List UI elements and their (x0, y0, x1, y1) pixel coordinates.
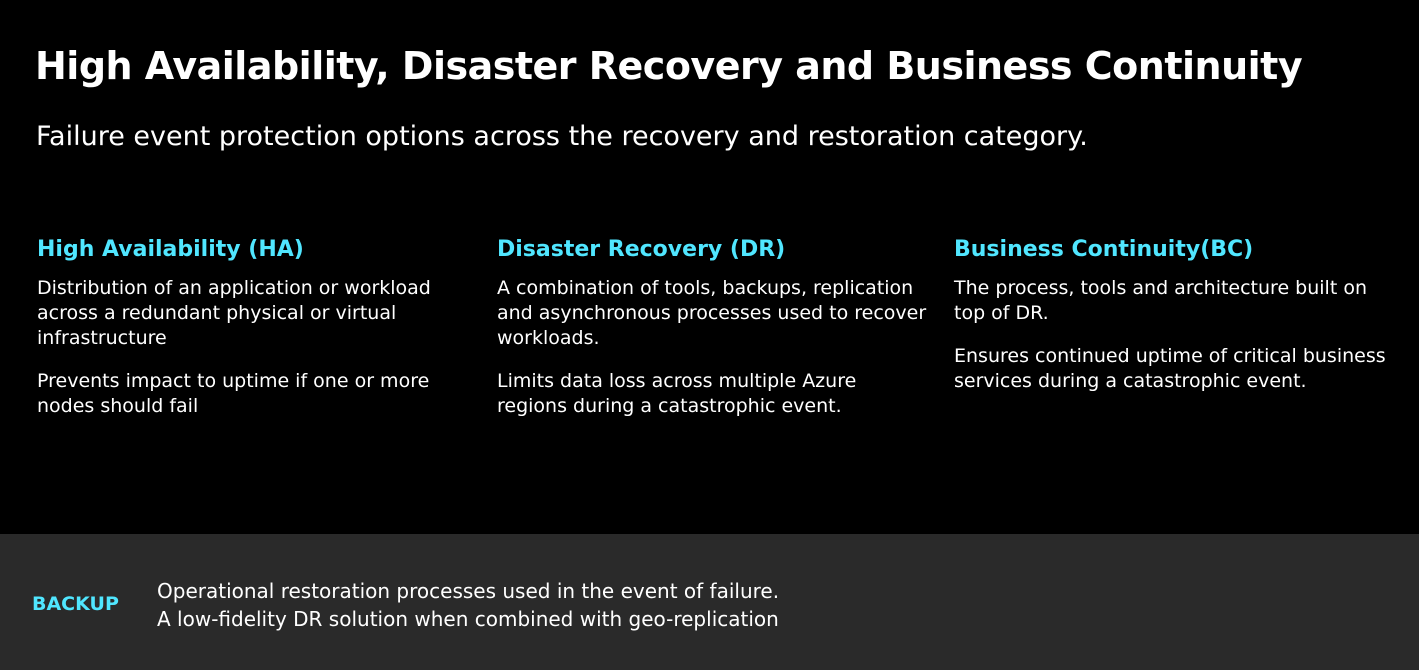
slide-subtitle: Failure event protection options across … (36, 121, 1088, 152)
backup-description: Operational restoration processes used i… (157, 577, 779, 633)
column-paragraph: Ensures continued uptime of critical bus… (954, 345, 1386, 392)
column-heading: High Availability (HA) (37, 237, 304, 262)
column-paragraph: The process, tools and architecture buil… (954, 277, 1367, 324)
backup-bar (0, 534, 1419, 670)
backup-line: Operational restoration processes used i… (157, 579, 780, 603)
column-paragraph: Limits data loss across multiple Azure r… (497, 370, 857, 417)
column-paragraph: A combination of tools, backups, replica… (497, 277, 927, 349)
slide-title: High Availability, Disaster Recovery and… (35, 44, 1303, 88)
column-paragraph: Prevents impact to uptime if one or more… (37, 370, 430, 417)
backup-label: BACKUP (32, 593, 119, 615)
column-high-availability: High Availability (HA) Distribution of a… (37, 234, 457, 437)
column-heading: Disaster Recovery (DR) (497, 237, 786, 262)
column-heading: Business Continuity(BC) (954, 237, 1254, 262)
column-disaster-recovery: Disaster Recovery (DR) A combination of … (497, 234, 927, 437)
column-business-continuity: Business Continuity(BC) The process, too… (954, 234, 1394, 412)
backup-line: A low-fidelity DR solution when combined… (157, 607, 779, 631)
column-paragraph: Distribution of an application or worklo… (37, 277, 431, 349)
